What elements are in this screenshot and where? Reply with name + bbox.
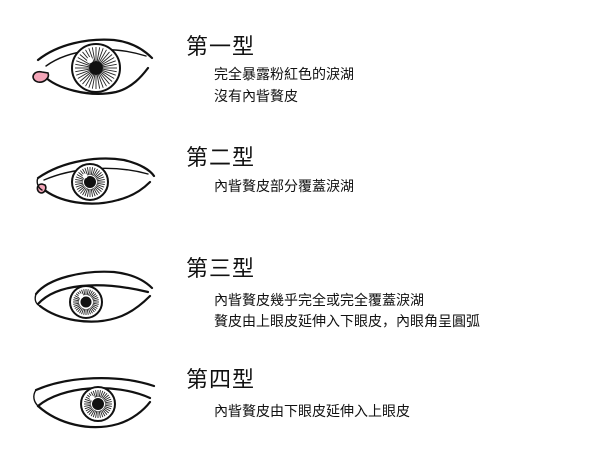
eye-type-2-icon [36,157,156,205]
type-1-desc-1: 完全暴露粉紅色的淚湖 [214,67,354,83]
eye-type-1-icon [32,38,154,95]
type-2-desc-1: 內眥贅皮部分覆蓋淚湖 [214,179,354,195]
type-3-desc-1: 內眥贅皮幾乎完全或完全覆蓋淚湖 [214,293,424,309]
type-2-title: 第二型 [186,146,256,171]
type-3-title: 第三型 [186,257,256,282]
caruncle-pink [32,70,50,83]
eye-type-3-icon [34,270,154,323]
type-3-desc-2: 贅皮由上眼皮延伸入下眼皮，內眼角呈圓弧 [214,314,480,330]
type-1-desc-2: 沒有內眥贅皮 [214,89,298,105]
type-4-title: 第四型 [186,368,256,393]
type-1-title: 第一型 [186,35,256,60]
type-4-desc-1: 內眥贅皮由下眼皮延伸入上眼皮 [214,404,410,420]
eye-type-4-icon [33,377,156,429]
